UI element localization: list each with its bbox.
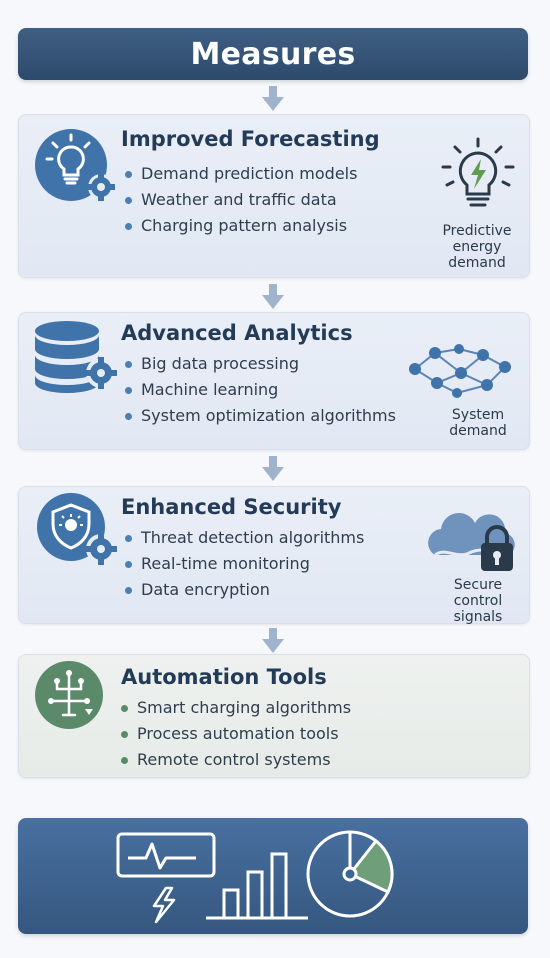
- list-item: Big data processing: [123, 351, 396, 377]
- card-automation-tools: Automation Tools Smart charging algorith…: [18, 654, 530, 778]
- down-arrow-icon: [262, 628, 284, 653]
- side-label: Secure control signals: [433, 577, 523, 625]
- database-gear-icon: [31, 317, 121, 401]
- shield-gear-icon: [31, 491, 121, 575]
- bullet-list: Smart charging algorithms Process automa…: [119, 695, 351, 773]
- side-label-line: Secure: [453, 577, 503, 593]
- list-item: Demand prediction models: [123, 161, 357, 187]
- list-item: Process automation tools: [119, 721, 351, 747]
- list-item: System optimization algorithms: [123, 403, 396, 429]
- side-label-line: control: [453, 593, 503, 609]
- list-item: Machine learning: [123, 377, 396, 403]
- cloud-lock-icon: [423, 511, 523, 579]
- card-improved-forecasting: Improved Forecasting Demand prediction m…: [18, 114, 530, 278]
- card-title: Enhanced Security: [121, 495, 342, 519]
- lightbulb-gear-icon: [31, 127, 123, 209]
- list-item: Real-time monitoring: [123, 551, 364, 577]
- side-label-line: demand: [448, 255, 506, 271]
- card-enhanced-security: Enhanced Security Threat detection algor…: [18, 486, 530, 625]
- down-arrow-icon: [262, 456, 284, 481]
- list-item: Data encryption: [123, 577, 364, 603]
- dashboard-illustration: [116, 830, 394, 924]
- dashboard-illustration-panel: [18, 818, 528, 934]
- lightning-icon: [152, 886, 176, 924]
- side-label-line: System: [451, 407, 505, 423]
- side-label: Predictive energy demand: [429, 223, 525, 271]
- list-item: Smart charging algorithms: [119, 695, 351, 721]
- list-item: Remote control systems: [119, 747, 351, 773]
- list-item: Threat detection algorithms: [123, 525, 364, 551]
- bullet-list: Big data processing Machine learning Sys…: [123, 351, 396, 429]
- list-item: Weather and traffic data: [123, 187, 357, 213]
- page-title: Measures: [18, 28, 528, 80]
- list-item: Charging pattern analysis: [123, 213, 357, 239]
- card-title: Improved Forecasting: [121, 127, 380, 151]
- card-title: Advanced Analytics: [121, 321, 353, 345]
- page-title-text: Measures: [190, 36, 356, 72]
- lightbulb-bolt-icon: [437, 137, 519, 223]
- side-label-line: energy: [452, 239, 502, 255]
- network-graph-icon: [407, 343, 511, 403]
- down-arrow-icon: [262, 86, 284, 111]
- bar-chart-icon: [206, 852, 308, 920]
- bullet-list: Threat detection algorithms Real-time mo…: [123, 525, 364, 603]
- waveform-monitor-icon: [116, 832, 216, 878]
- side-label-line: signals: [453, 609, 503, 625]
- bullet-list: Demand prediction models Weather and tra…: [123, 161, 357, 239]
- side-label-line: demand: [449, 423, 507, 439]
- side-label: System demand: [433, 407, 523, 439]
- card-advanced-analytics: Advanced Analytics Big data processing M…: [18, 312, 530, 450]
- card-title: Automation Tools: [121, 665, 327, 689]
- circuit-icon: [29, 659, 113, 737]
- side-label-line: Predictive: [442, 223, 512, 239]
- pie-chart-icon: [306, 830, 394, 918]
- down-arrow-icon: [262, 284, 284, 309]
